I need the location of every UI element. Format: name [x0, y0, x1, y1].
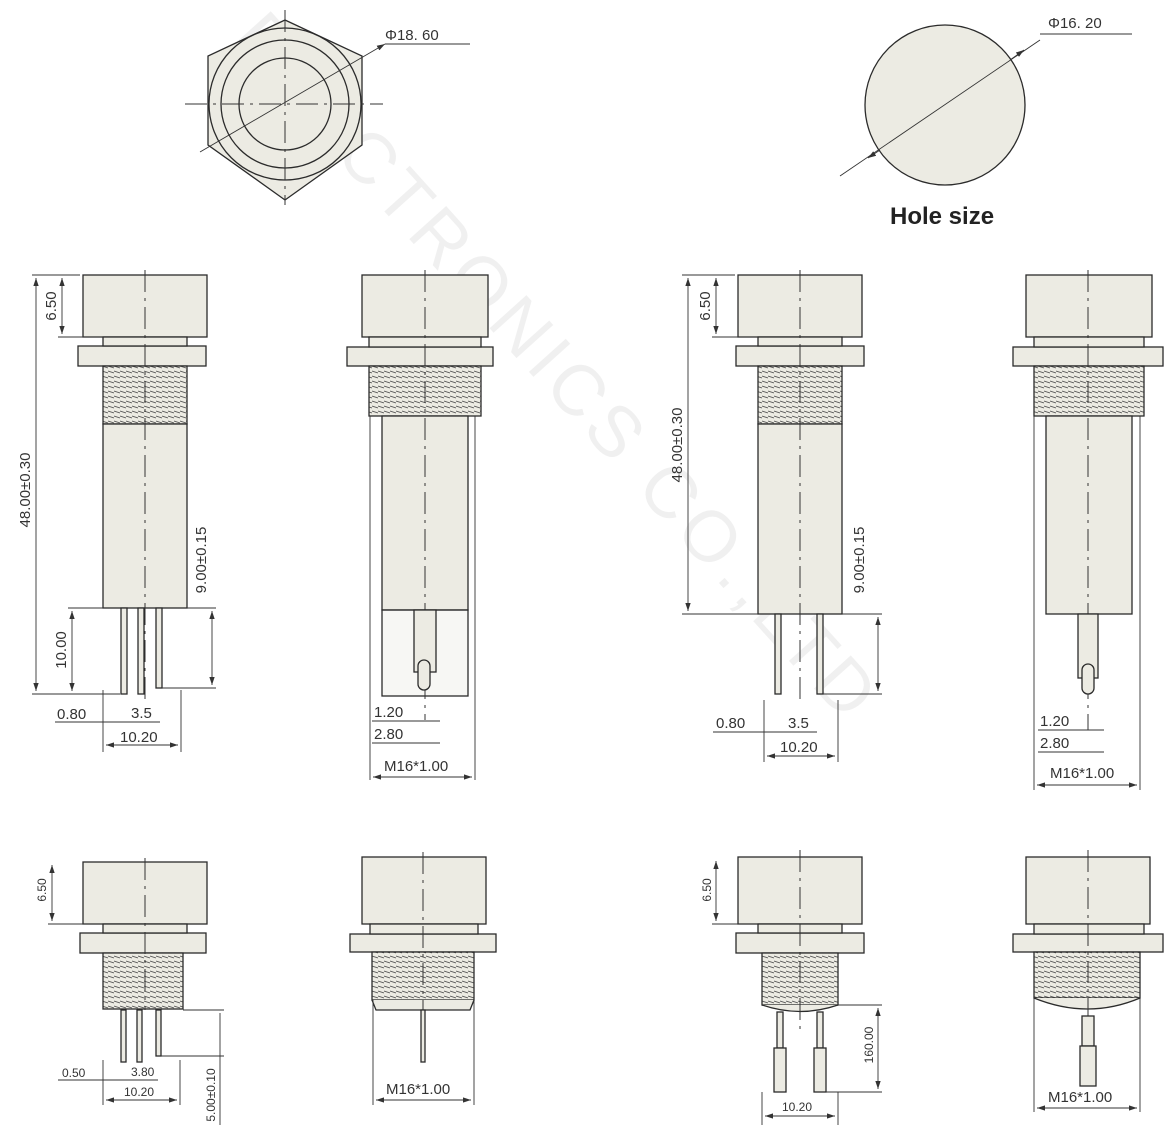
view-d-side-head-height-label: 6.50 [700, 878, 714, 902]
view-b-side-pin-pitch-label: 3.5 [788, 715, 809, 732]
view-b-side-pin-offset-label: 9.00±0.15 [851, 527, 868, 594]
view-a-front-dim-1-label: 1.20 [374, 704, 403, 721]
view-b-front-dim-2-label: 2.80 [1040, 735, 1069, 752]
view-a-side-pin-offset-label: 9.00±0.15 [193, 527, 210, 594]
view-a-side: 48.00±0.30 6.50 10.00 9.00±0.15 10.20 0.… [17, 270, 216, 752]
view-c-front-thread-label: M16*1.00 [386, 1081, 450, 1098]
view-b-side-head-height-label: 6.50 [697, 291, 714, 320]
hole-diameter-label: Φ16. 20 [1048, 15, 1102, 32]
view-c-side-head-height-label: 6.50 [35, 878, 49, 902]
view-a-side-overall-length-label: 48.00±0.30 [17, 453, 34, 528]
view-c-side: 6.50 10.20 0.50 3.80 5.00±0.10 [35, 858, 224, 1125]
view-c-side-pin-pitch-label: 3.80 [131, 1065, 155, 1079]
view-a-side-pin-width-label: 0.80 [57, 706, 86, 723]
view-a-side-pin-span-label: 10.20 [120, 729, 158, 746]
view-d-side-lead-length-label: 160.00 [862, 1026, 876, 1063]
view-d-side-pin-span-label: 10.20 [782, 1100, 812, 1114]
view-a-front-thread-label: M16*1.00 [384, 758, 448, 775]
view-a-side-head-height-label: 6.50 [43, 291, 60, 320]
view-b-side: 48.00±0.30 6.50 9.00±0.15 10.20 0.80 3.5 [669, 270, 882, 762]
view-a-side-pin-pitch-label: 3.5 [131, 705, 152, 722]
view-c-side-pin-width-label: 0.50 [62, 1066, 86, 1080]
view-c-side-pin-span-label: 10.20 [124, 1085, 154, 1099]
view-c-front: M16*1.00 [349, 852, 497, 1105]
hole-size-caption: Hole size [890, 203, 994, 230]
view-b-front: M16*1.00 1.20 2.80 [1012, 270, 1164, 790]
view-d-front-thread-label: M16*1.00 [1048, 1089, 1112, 1106]
hole-size-view: Φ16. 20 Hole size [839, 15, 1132, 230]
view-d-side: 6.50 160.00 10.20 [700, 850, 882, 1125]
hex-top-view: Φ18. 60 [185, 10, 470, 205]
view-a-front-dim-2-label: 2.80 [374, 726, 403, 743]
view-a-side-pin-length-label: 10.00 [53, 631, 70, 669]
view-b-front-thread-label: M16*1.00 [1050, 765, 1114, 782]
view-c-side-pin-length-label: 5.00±0.10 [204, 1068, 218, 1122]
view-b-front-dim-1-label: 1.20 [1040, 713, 1069, 730]
view-d-front: M16*1.00 [1012, 850, 1164, 1112]
hex-diameter-label: Φ18. 60 [385, 27, 439, 44]
view-b-side-pin-span-label: 10.20 [780, 739, 818, 756]
view-a-front: M16*1.00 1.20 2.80 [346, 270, 494, 780]
view-b-side-overall-length-label: 48.00±0.30 [669, 408, 686, 483]
view-b-side-pin-width-label: 0.80 [716, 715, 745, 732]
